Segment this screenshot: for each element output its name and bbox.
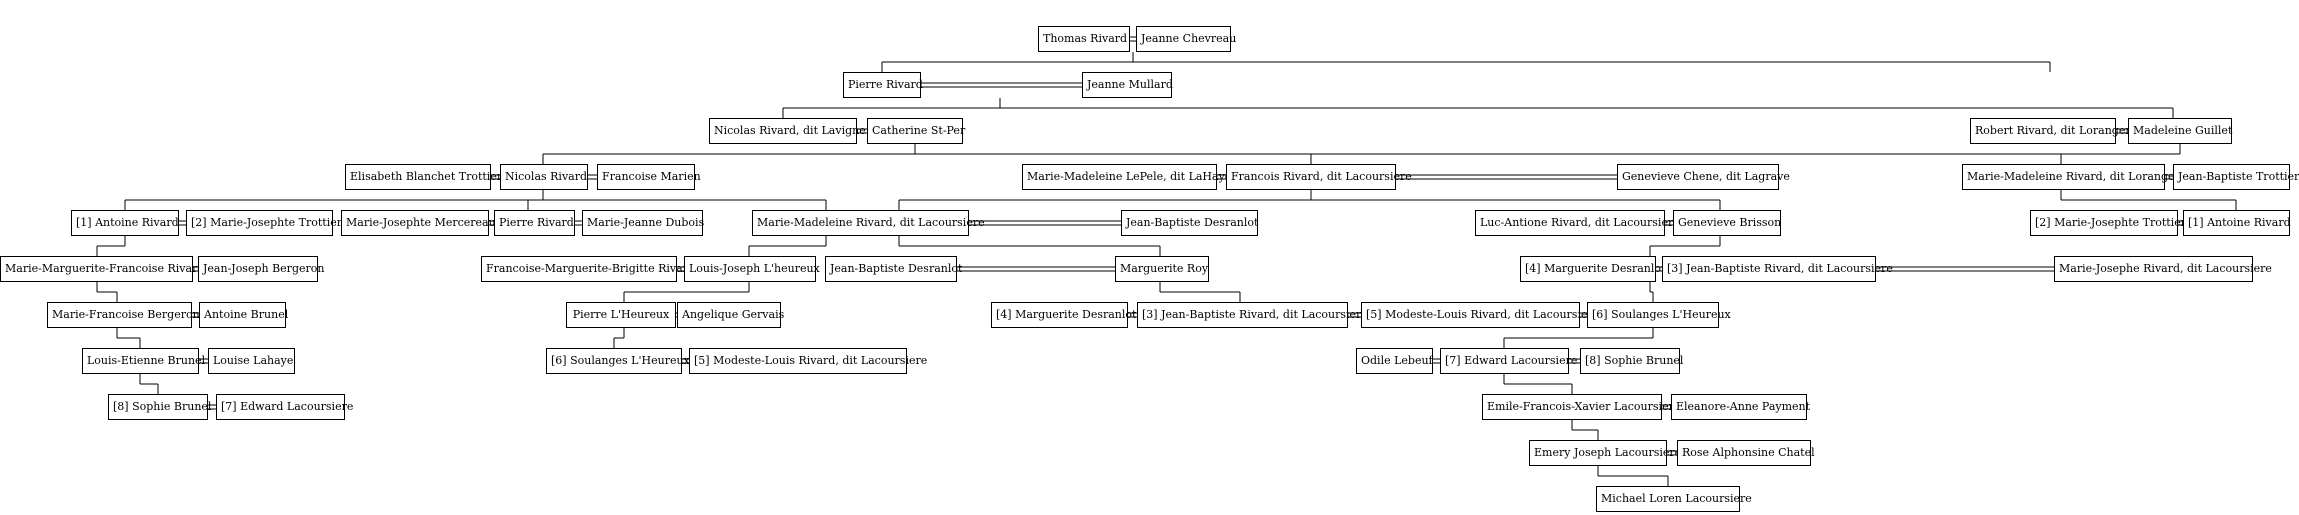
person-box: Antoine Brunel [199, 302, 288, 328]
person-box: Jean-Joseph Bergeron [198, 256, 324, 282]
person-box: Eleanore-Anne Payment [1671, 394, 1810, 420]
person-box: Jean-Baptiste Desranlot [1121, 210, 1258, 236]
person-box: Louis-Joseph L'heureux [684, 256, 820, 282]
person-box: Catherine St-Per [867, 118, 965, 144]
person-box: Genevieve Brisson [1673, 210, 1781, 236]
person-box: Marie-Madeleine LePele, dit LaHaye [1022, 164, 1231, 190]
person-box: [1] Antoine Rivard [71, 210, 179, 236]
person-box: Genevieve Chene, dit Lagrave [1617, 164, 1790, 190]
person-box: [7] Edward Lacoursiere [216, 394, 353, 420]
person-box: [1] Antoine Rivard [2183, 210, 2291, 236]
person-box: Francoise-Marguerite-Brigitte Rivard [481, 256, 695, 282]
person-box: [7] Edward Lacoursiere [1440, 348, 1577, 374]
person-box: Rose Alphonsine Chatel [1677, 440, 1815, 466]
person-box: Marie-Madeleine Rivard, dit Lacoursiere [752, 210, 985, 236]
person-box: [6] Soulanges L'Heureux [546, 348, 690, 374]
person-box: Jean-Baptiste Trottier [2173, 164, 2299, 190]
person-box: Odile Lebeuf [1356, 348, 1433, 374]
person-box: Marie-Josephe Rivard, dit Lacoursiere [2054, 256, 2272, 282]
person-box: Nicolas Rivard, dit Lavigne [709, 118, 866, 144]
person-box: Nicolas Rivard [500, 164, 588, 190]
person-box: [3] Jean-Baptiste Rivard, dit Lacoursier… [1137, 302, 1368, 328]
person-box: Marguerite Roy [1115, 256, 1209, 282]
person-box: Francois Rivard, dit Lacoursiere [1226, 164, 1412, 190]
person-box: Louis-Etienne Brunel [82, 348, 205, 374]
person-box: Elisabeth Blanchet Trottier [345, 164, 502, 190]
person-box: [2] Marie-Josephte Trottier [186, 210, 342, 236]
person-box: Michael Loren Lacoursiere [1596, 486, 1752, 512]
person-box: [5] Modeste-Louis Rivard, dit Lacoursier… [1361, 302, 1599, 328]
person-box: Francoise Marien [597, 164, 701, 190]
person-box: [5] Modeste-Louis Rivard, dit Lacoursier… [689, 348, 927, 374]
person-box: [8] Sophie Brunel [1580, 348, 1683, 374]
person-box: Thomas Rivard [1038, 26, 1130, 52]
person-box: Pierre L'Heureux [566, 302, 676, 328]
person-box: Robert Rivard, dit Loranger [1970, 118, 2131, 144]
person-box: [4] Marguerite Desranlot [991, 302, 1136, 328]
person-box: Luc-Antione Rivard, dit Lacoursiere [1475, 210, 1680, 236]
person-box: Marie-Francoise Bergeron [47, 302, 200, 328]
person-box: Marie-Josephte Mercereau [341, 210, 496, 236]
person-box: [8] Sophie Brunel [108, 394, 211, 420]
person-box: Marie-Madeleine Rivard, dit Loranger [1962, 164, 2180, 190]
person-box: [4] Marguerite Desranlot [1520, 256, 1665, 282]
person-box: Louise Lahaye [208, 348, 295, 374]
person-box: [3] Jean-Baptiste Rivard, dit Lacoursier… [1662, 256, 1893, 282]
person-box: [6] Soulanges L'Heureux [1587, 302, 1731, 328]
person-box: [2] Marie-Josephte Trottier [2030, 210, 2186, 236]
person-box: Jeanne Chevreau [1136, 26, 1236, 52]
person-box: Jeanne Mullard [1082, 72, 1173, 98]
person-box: Angelique Gervais [677, 302, 784, 328]
person-box: Emile-Francois-Xavier Lacoursiere [1482, 394, 1680, 420]
person-box: Emery Joseph Lacoursiere [1529, 440, 1681, 466]
person-box: Pierre Rivard [843, 72, 923, 98]
person-box: Madeleine Guillet [2128, 118, 2232, 144]
person-box: Jean-Baptiste Desranlot [825, 256, 962, 282]
person-box: Marie-Marguerite-Francoise Rivard [0, 256, 204, 282]
person-box: Pierre Rivard [494, 210, 575, 236]
person-box: Marie-Jeanne Dubois [582, 210, 704, 236]
